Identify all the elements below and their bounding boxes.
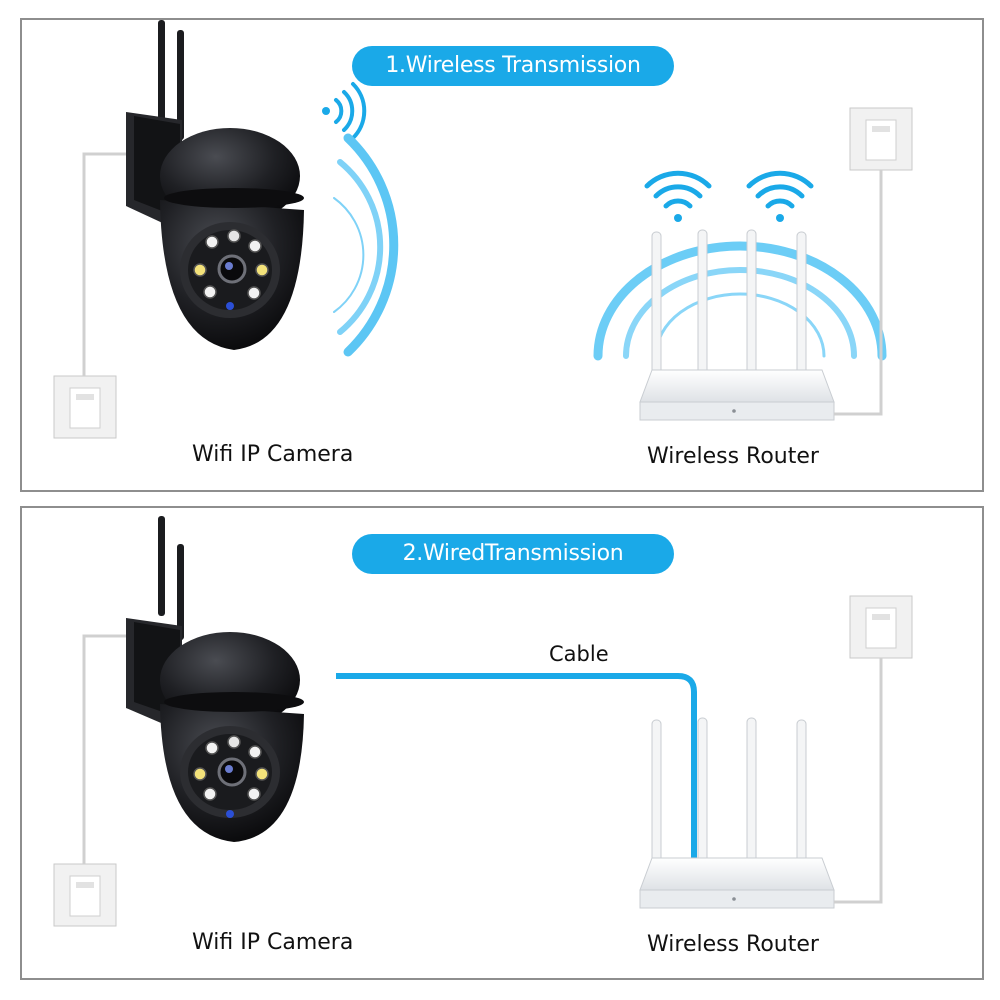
router-antenna xyxy=(796,231,807,393)
router-power-cable xyxy=(834,170,883,416)
wired-scene xyxy=(53,516,913,927)
router-antenna xyxy=(796,719,807,881)
router-antenna xyxy=(651,231,662,393)
panel-title-badge: 2.WiredTransmission xyxy=(352,534,674,574)
router-power-cable xyxy=(834,658,883,904)
router-device xyxy=(639,717,835,909)
camera-lens xyxy=(217,757,247,787)
router-antenna xyxy=(746,717,757,863)
wall-outlet-icon xyxy=(53,863,117,927)
camera-label: Wifi IP Camera xyxy=(192,442,354,467)
camera-device xyxy=(126,516,304,842)
wireless-transmission-panel: 1.Wireless Transmission Wifi IP Camera W… xyxy=(20,18,984,492)
wired-transmission-panel: 2.WiredTransmission Cable Wifi IP Camera… xyxy=(20,506,984,980)
wifi-signal-icon xyxy=(322,82,367,140)
panel-title-badge: 1.Wireless Transmission xyxy=(352,46,674,86)
camera-antenna xyxy=(177,544,184,640)
camera-label: Wifi IP Camera xyxy=(192,930,354,955)
router-antenna xyxy=(746,229,757,375)
camera-antenna xyxy=(177,30,184,140)
camera-antenna xyxy=(158,20,165,125)
camera-led-ring xyxy=(193,735,269,801)
camera-indicator-light xyxy=(226,302,234,310)
wireless-scene xyxy=(53,20,913,439)
network-cable xyxy=(336,673,697,858)
router-label: Wireless Router xyxy=(647,444,819,469)
radio-wave-icon xyxy=(593,241,887,361)
radio-wave-icon xyxy=(333,133,399,357)
camera-antenna xyxy=(158,516,165,616)
wifi-signal-icon xyxy=(644,170,712,222)
camera-lens xyxy=(217,254,247,284)
wifi-signal-icon xyxy=(746,170,814,222)
wall-outlet-icon xyxy=(849,107,913,171)
router-label: Wireless Router xyxy=(647,932,819,957)
camera-power-cable xyxy=(82,152,134,376)
router-device xyxy=(639,229,835,421)
wall-outlet-icon xyxy=(53,375,117,439)
camera-indicator-light xyxy=(226,810,234,818)
router-antenna xyxy=(697,717,708,863)
router-antenna xyxy=(651,719,662,881)
router-antenna xyxy=(697,229,708,375)
camera-led-ring xyxy=(193,229,269,300)
wall-outlet-icon xyxy=(849,595,913,659)
camera-power-cable xyxy=(82,634,134,864)
cable-label: Cable xyxy=(549,642,609,666)
camera-device xyxy=(126,20,304,350)
